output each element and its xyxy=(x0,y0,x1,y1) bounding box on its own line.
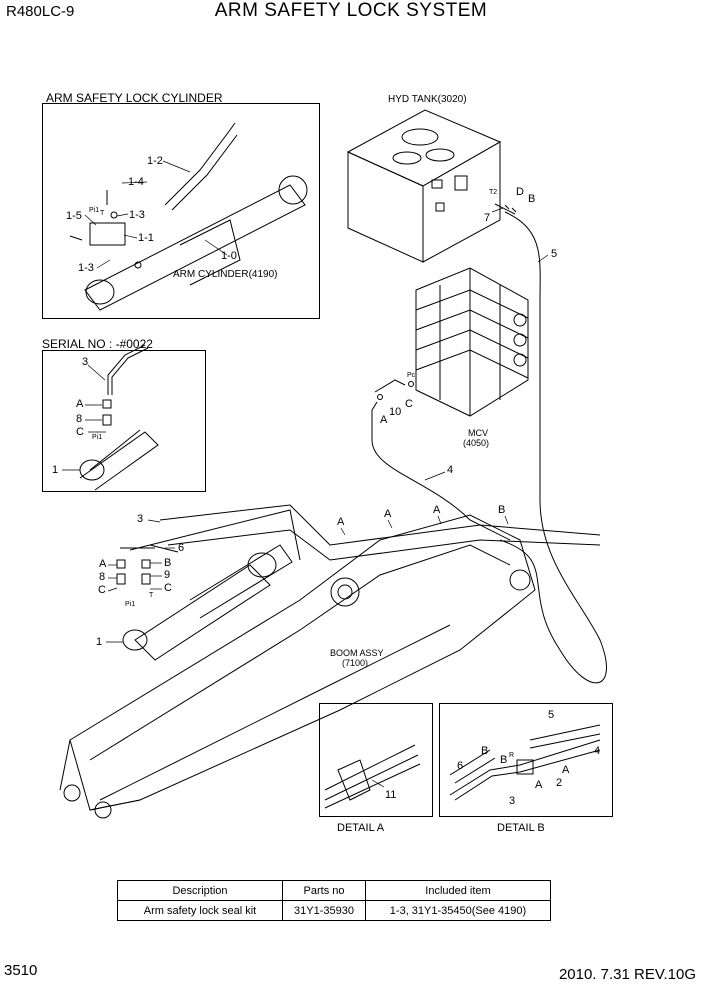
cylinder-detail-box xyxy=(42,103,320,319)
port-pi1-b: Pi1 xyxy=(92,434,103,441)
callout-10: 10 xyxy=(389,406,402,418)
detail-b-label: DETAIL B xyxy=(497,822,545,834)
detail-a-box xyxy=(319,703,433,817)
callout-6b: 6 xyxy=(457,760,464,772)
callout-A-boom2: A xyxy=(384,508,392,520)
port-pi1-a: Pi1 xyxy=(89,207,100,214)
table-row: Arm safety lock seal kit 31Y1-35930 1-3,… xyxy=(117,900,551,921)
callout-1-4: 1-4 xyxy=(128,176,144,188)
callout-8b: 8 xyxy=(99,571,106,583)
detail-a-label: DETAIL A xyxy=(337,822,385,834)
cell-included-item: 1-3, 31Y1-35450(See 4190) xyxy=(365,900,551,921)
cylinder-detail-drawing xyxy=(69,122,308,311)
callout-4b: 4 xyxy=(594,745,601,757)
callout-5b: 5 xyxy=(548,709,555,721)
port-pcl: Pcl xyxy=(407,372,417,379)
callout-A-boom3: A xyxy=(433,504,441,516)
header-included-item: Included item xyxy=(365,880,551,901)
model-name: R480LC-9 xyxy=(6,3,75,20)
serial-no-label: SERIAL NO : -#0022 xyxy=(42,337,153,351)
callout-C-mcv: C xyxy=(405,398,413,410)
callout-1-2: 1-2 xyxy=(147,155,163,167)
callout-B-b: B xyxy=(164,557,172,569)
header-parts-no: Parts no xyxy=(282,880,366,901)
callout-1-3b: 1-3 xyxy=(78,262,94,274)
table-header-row: Description Parts no Included item xyxy=(117,880,551,901)
callout-C-b: C xyxy=(98,584,106,596)
callout-A-b: A xyxy=(99,558,107,570)
callout-4: 4 xyxy=(447,464,454,476)
callout-B-tank: B xyxy=(528,193,536,205)
boom-code-label: (7100) xyxy=(342,658,369,668)
port-t2: T2 xyxy=(489,189,498,196)
hyd-tank-label: HYD TANK(3020) xyxy=(388,94,467,105)
detail-a-drawing xyxy=(324,744,421,809)
callout-A-boom1: A xyxy=(337,516,345,528)
arm-cylinder-label: ARM CYLINDER(4190) xyxy=(173,269,278,280)
port-r: R xyxy=(509,752,515,759)
cell-description: Arm safety lock seal kit xyxy=(117,900,283,921)
callout-5: 5 xyxy=(551,248,558,260)
boom-shape xyxy=(59,514,536,819)
callout-A-d1: A xyxy=(562,764,570,776)
boom-assy-label: BOOM ASSY xyxy=(330,648,384,658)
mcv-label: MCV xyxy=(468,428,488,438)
callout-9: 9 xyxy=(164,569,171,581)
callout-3a: 3 xyxy=(82,356,89,368)
callout-1-5: 1-5 xyxy=(66,210,82,222)
callout-B-d2: B xyxy=(500,754,508,766)
mcv-shape xyxy=(415,267,529,417)
mcv-code-label: (4050) xyxy=(463,438,490,448)
callout-C-c: C xyxy=(164,582,172,594)
callout-B-d1: B xyxy=(481,745,489,757)
page-title: ARM SAFETY LOCK SYSTEM xyxy=(214,0,488,21)
arm-cylinder-boom xyxy=(122,544,293,661)
serial-detail-drawing xyxy=(79,344,159,491)
serial-detail-box xyxy=(42,350,206,492)
callout-D: D xyxy=(516,186,524,198)
callout-6: 6 xyxy=(178,542,185,554)
port-t-a: T xyxy=(100,210,105,217)
port-t-c: T xyxy=(149,592,154,599)
cylinder-box-title: ARM SAFETY LOCK CYLINDER xyxy=(46,91,223,105)
callout-A-a: A xyxy=(76,398,84,410)
callout-A-d2: A xyxy=(535,779,543,791)
page-number: 3510 xyxy=(4,962,38,979)
parts-table: Description Parts no Included item Arm s… xyxy=(117,880,551,921)
header-description: Description xyxy=(117,880,283,901)
callout-1-1: 1-1 xyxy=(138,232,154,244)
callout-2: 2 xyxy=(556,777,563,789)
callout-1a: 1 xyxy=(52,464,59,476)
callout-3c: 3 xyxy=(509,795,516,807)
callout-8a: 8 xyxy=(76,413,83,425)
callout-A-mcv: A xyxy=(380,414,388,426)
callout-C-a: C xyxy=(76,426,84,438)
date-revision: 2010. 7.31 REV.10G xyxy=(558,966,696,983)
callout-3b: 3 xyxy=(137,513,144,525)
callout-1-0: 1-0 xyxy=(221,250,237,262)
callout-B-boom: B xyxy=(498,504,506,516)
cell-parts-no: 31Y1-35930 xyxy=(282,900,366,921)
callout-1-3a: 1-3 xyxy=(129,209,145,221)
callout-1b: 1 xyxy=(96,636,103,648)
detail-b-drawing xyxy=(449,724,601,801)
port-pi1-c: Pi1 xyxy=(125,601,136,608)
callout-7: 7 xyxy=(484,212,491,224)
hyd-tank-shape xyxy=(346,109,502,263)
callout-11: 11 xyxy=(385,789,397,801)
